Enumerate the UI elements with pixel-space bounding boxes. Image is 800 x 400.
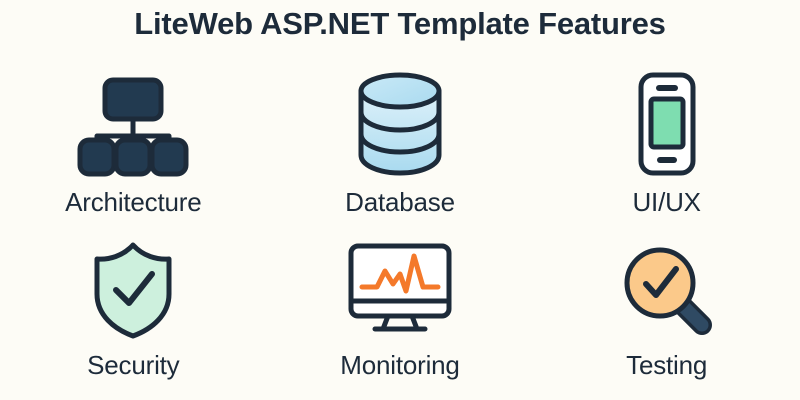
feature-item-database[interactable]: Database [267, 62, 534, 231]
smartphone-icon [607, 70, 727, 178]
feature-label-architecture: Architecture [65, 187, 202, 217]
feature-item-uiux[interactable]: UI/UX [533, 62, 800, 231]
feature-item-security[interactable]: Security [0, 231, 267, 400]
feature-item-testing[interactable]: Testing [533, 231, 800, 400]
feature-item-architecture[interactable]: Architecture [0, 62, 267, 231]
feature-label-monitoring: Monitoring [340, 350, 460, 380]
database-cylinder-icon [340, 70, 460, 178]
magnifier-check-icon [607, 239, 727, 341]
feature-label-testing: Testing [626, 350, 708, 380]
monitor-chart-icon [340, 239, 460, 341]
shield-check-icon [73, 239, 193, 341]
feature-label-database: Database [345, 187, 455, 217]
feature-item-monitoring[interactable]: Monitoring [267, 231, 534, 400]
page-title: LiteWeb ASP.NET Template Features [134, 6, 666, 41]
feature-grid: Architecture [0, 62, 800, 400]
feature-label-uiux: UI/UX [632, 187, 701, 217]
hierarchy-icon [73, 70, 193, 178]
feature-label-security: Security [87, 350, 180, 380]
